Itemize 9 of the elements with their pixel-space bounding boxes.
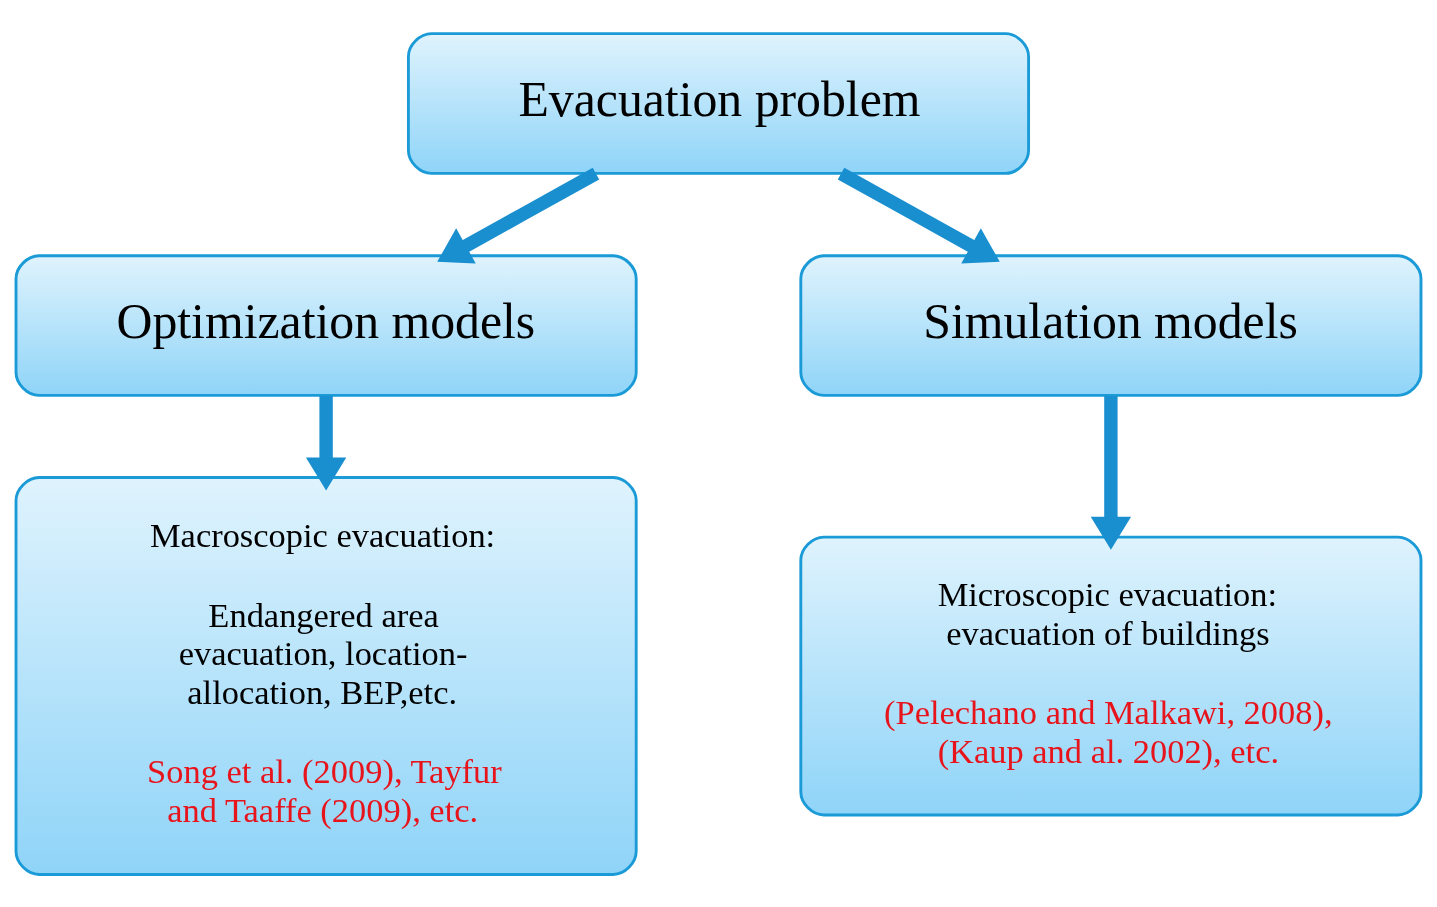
node-box: Microscopic evacuation: evacuation of buildings (Pelechano and Malkawi, 2008), (Kaup and al. 2002), etc. xyxy=(799,535,1423,816)
arrow xyxy=(1090,395,1132,550)
arrow xyxy=(837,167,1000,263)
node-box: Optimization models xyxy=(14,253,638,397)
node-box: Simulation models xyxy=(799,253,1423,397)
arrow xyxy=(305,395,347,491)
arrow xyxy=(437,167,600,263)
node-box: Macroscopic evacuation: Endangered area evacuation, location-allocation, BEP,etc. Song et al. (2009), Tayfur and Taaffe (2009), etc. xyxy=(14,475,638,876)
node-box: Evacuation problem xyxy=(406,31,1031,175)
